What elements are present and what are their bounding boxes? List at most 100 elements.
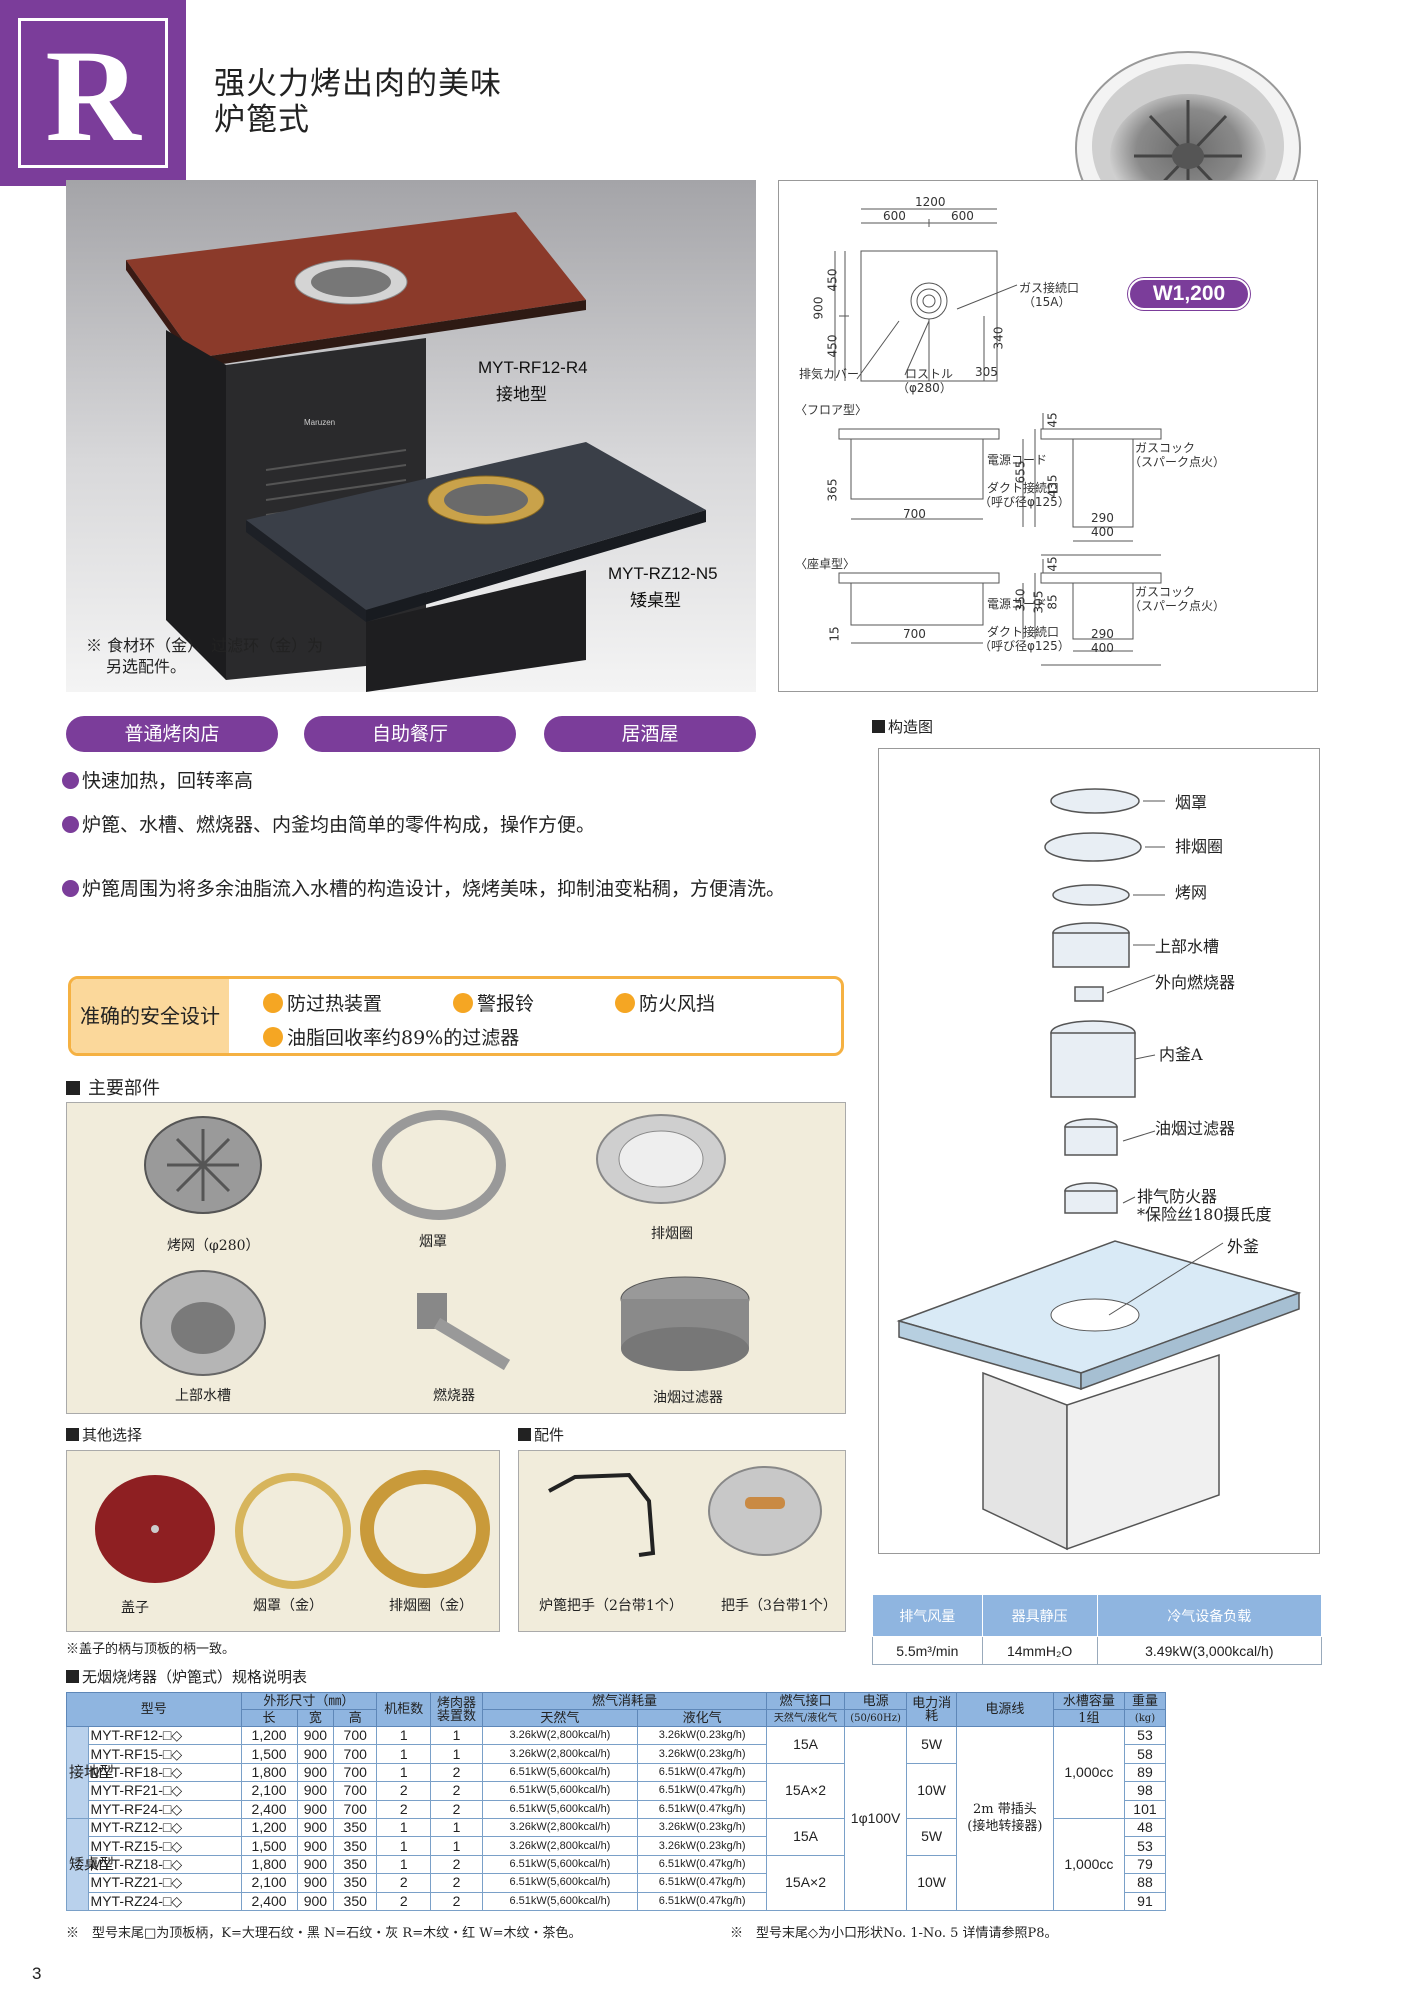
other-options-heading: 其他选择 [66, 1424, 142, 1445]
model-cell: MYT-RZ18-□◇ [87, 1854, 242, 1875]
model-cell: MYT-RZ12-□◇ [87, 1817, 242, 1838]
table-cell: 6.51kW(5,600kcal/h) [481, 1873, 638, 1893]
table-cell: 79 [1123, 1854, 1167, 1875]
table-cell: 900 [296, 1836, 335, 1856]
col-width: 宽 [296, 1709, 335, 1727]
dim-45: 45 [1045, 412, 1060, 428]
safety-item: 防火风挡 [615, 989, 715, 1016]
table-cell: 2,100 [240, 1781, 298, 1801]
spark-label: （スパーク点火） [1129, 455, 1226, 469]
table-cell: 48 [1123, 1817, 1167, 1838]
spec-table: 型号 外形尺寸（㎜） 机柜数 烤肉器装置数 燃气消耗量 燃气接口 电源 电力消耗… [66, 1692, 1167, 1911]
exhaust-value: 5.5m³/min [872, 1636, 983, 1665]
table-cell: 15A×2 [766, 1762, 845, 1819]
main-parts-heading: 主要部件 [66, 1074, 160, 1100]
duct-inlet-label: ダクト接続口 [987, 481, 1060, 495]
col-lpg: 液化气 [636, 1709, 768, 1727]
heading-text: 配件 [534, 1426, 565, 1444]
heading-text: 主要部件 [88, 1078, 160, 1099]
part-caption: 烟罩 [419, 1234, 447, 1250]
table-cell: 101 [1123, 1799, 1167, 1819]
table-cell: 53 [1123, 1725, 1167, 1746]
table-cell: 6.51kW(0.47kg/h) [636, 1854, 768, 1875]
struct-label: *保险丝180摄氏度 [1137, 1205, 1272, 1224]
col-water: 水槽容量 [1052, 1692, 1125, 1710]
table-cell: 3.26kW(0.23kg/h) [636, 1725, 768, 1746]
dim-1200: 1200 [915, 195, 946, 209]
struct-label: 内釜A [1159, 1045, 1203, 1064]
safety-item-label: 防火风挡 [639, 993, 716, 1015]
table-cell: 6.51kW(0.47kg/h) [636, 1891, 768, 1911]
table-cell: 3.26kW(2,800kcal/h) [481, 1836, 638, 1856]
table-cell: 350 [333, 1836, 378, 1856]
bullet-icon [62, 816, 79, 833]
safety-item-label: 防过热装置 [287, 993, 383, 1015]
structure-diagram: 烟罩 排烟圈 烤网 上部水槽 外向燃烧器 内釜A 油烟过滤器 排气防火器 *保险… [878, 748, 1320, 1554]
heading-text: 其他选择 [82, 1426, 143, 1444]
spec-heading: 无烟烧烤器（炉篦式）规格说明表 [66, 1666, 307, 1687]
dim-655: 655 [1013, 460, 1028, 484]
col-gasport-sub: 天然气/液化气 [766, 1709, 845, 1727]
spark-label-2: （スパーク点火） [1129, 599, 1226, 613]
table-cell: 3.26kW(0.23kg/h) [636, 1836, 768, 1856]
option-caption: 烟罩（金） [253, 1598, 323, 1614]
model-cell: MYT-RZ21-□◇ [87, 1873, 242, 1893]
table-cell: 5W [906, 1817, 957, 1856]
table-cell: 900 [296, 1891, 335, 1911]
water-cell: 1,000cc [1052, 1726, 1125, 1819]
safety-item: 警报铃 [453, 989, 534, 1016]
table-cell: 2 [430, 1762, 483, 1783]
rostle-size: （φ280） [897, 381, 952, 395]
struct-label: 烤网 [1175, 883, 1208, 902]
table-cell: 1 [376, 1762, 432, 1783]
table-cell: 1,200 [240, 1817, 298, 1838]
model-cell: MYT-RF21-□◇ [87, 1781, 242, 1801]
table-cell: 3.26kW(0.23kg/h) [636, 1817, 768, 1838]
safety-box: 准确的安全设计 防过热装置 警报铃 防火风挡 油脂回收率约89%的过滤器 [68, 976, 844, 1056]
table-cell: 1,200 [240, 1725, 298, 1746]
col-cord: 电源线 [955, 1692, 1054, 1727]
rostle-label: ロストル [905, 367, 954, 381]
table-cell: 350 [333, 1817, 378, 1838]
table-cell: 700 [333, 1799, 378, 1819]
table-cell: 2 [430, 1891, 483, 1911]
feature-3: 炉篦周围为将多余油脂流入水槽的构造设计，烧烤美味，抑制油变粘稠，方便清洗。 [62, 874, 785, 901]
table-cell: 2 [430, 1781, 483, 1801]
brand-mark: Maruzen [304, 418, 336, 427]
col-model: 型号 [66, 1692, 242, 1727]
water-cell: 1,000cc [1052, 1817, 1125, 1911]
table-cell: 15A [766, 1726, 845, 1764]
square-icon [872, 720, 885, 733]
table-cell: 1 [376, 1744, 432, 1764]
power-cell: 1φ100V [843, 1726, 908, 1911]
table-cell: 6.51kW(5,600kcal/h) [481, 1762, 638, 1783]
safety-title: 准确的安全设计 [71, 979, 229, 1053]
floor-type-label: 〈フロア型〉 [795, 403, 868, 417]
duct-size-label: （呼び径φ125） [979, 495, 1070, 509]
table-cell: 6.51kW(5,600kcal/h) [481, 1799, 638, 1819]
dim-305b: 305 [1031, 590, 1046, 614]
table-cell: 1,500 [240, 1836, 298, 1856]
structure-heading: 构造图 [872, 716, 933, 737]
part-caption: 油烟过滤器 [653, 1390, 723, 1406]
table-cell: 98 [1123, 1781, 1167, 1801]
logo-letter: R [18, 18, 168, 169]
table-cell: 900 [296, 1762, 335, 1783]
dim-700-2: 700 [903, 627, 926, 641]
table-cell: 88 [1123, 1873, 1167, 1893]
bullet-icon [453, 993, 473, 1013]
struct-label: 外釜 [1227, 1237, 1260, 1256]
model1-code: MYT-RF12-R4 [478, 358, 588, 377]
dim-305: 305 [975, 365, 998, 379]
table-cell: 900 [296, 1854, 335, 1875]
model-cell: MYT-RF12-□◇ [87, 1725, 242, 1746]
product-photo: MYT-RF12-R4 接地型 MYT-RZ12-N5 矮桌型 Maruzen … [66, 180, 756, 692]
photo-note-line2: 另选配件。 [106, 657, 187, 676]
safety-item: 防过热装置 [263, 989, 382, 1016]
table-cell: 89 [1123, 1762, 1167, 1783]
table-cell: 2 [430, 1854, 483, 1875]
square-icon [66, 1670, 79, 1683]
